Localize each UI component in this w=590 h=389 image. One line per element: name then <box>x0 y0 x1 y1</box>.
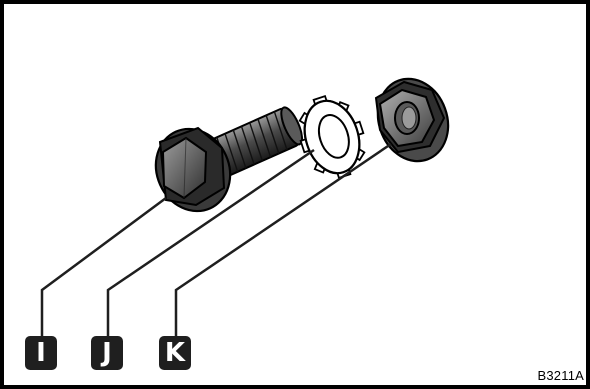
toothed-lock-washer <box>298 95 366 179</box>
leader-line-k <box>174 142 392 336</box>
callout-label-j: J <box>91 336 123 370</box>
callout-label-k: K <box>159 336 191 370</box>
flange-bolt <box>154 106 304 213</box>
figure-code: B3211A <box>537 368 584 383</box>
leader-line-j <box>106 148 315 336</box>
flange-nut <box>374 77 450 163</box>
callout-label-i: I <box>25 336 57 370</box>
leader-line-i <box>40 196 167 336</box>
bolt-tip <box>280 106 304 146</box>
leader-lines <box>40 142 392 336</box>
